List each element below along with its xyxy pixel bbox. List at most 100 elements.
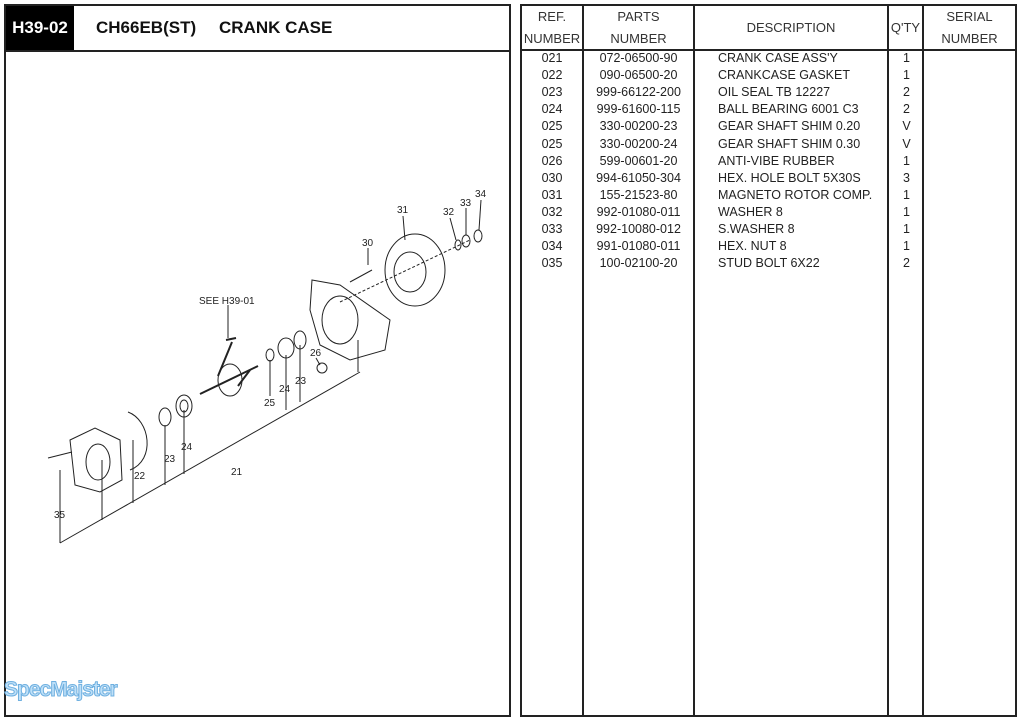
callout-24: 24 bbox=[279, 384, 291, 395]
crankshaft bbox=[199, 337, 259, 395]
part-number: 090-06500-20 bbox=[599, 68, 678, 83]
quantity: 2 bbox=[903, 102, 910, 117]
description: BALL BEARING 6001 C3 bbox=[718, 102, 859, 117]
ref-number: 026 bbox=[541, 153, 563, 168]
part-number: 992-01080-011 bbox=[596, 204, 681, 219]
header-ref-number: REF.NUMBER bbox=[523, 9, 581, 46]
quantity: 3 bbox=[903, 170, 910, 185]
description: GEAR SHAFT SHIM 0.30 bbox=[718, 136, 861, 151]
callout-23: 23 bbox=[295, 376, 307, 387]
column-divider bbox=[887, 6, 889, 715]
table-row: 034 991-01080-011 HEX. NUT 8 1 bbox=[522, 238, 1015, 255]
column-divider bbox=[922, 6, 924, 715]
section-code: H39-02 bbox=[6, 6, 74, 50]
table-row: 021 072-06500-90 CRANK CASE ASS'Y 1 bbox=[522, 50, 1015, 67]
description: HEX. HOLE BOLT 5X30S bbox=[718, 170, 861, 185]
description: MAGNETO ROTOR COMP. bbox=[718, 187, 873, 202]
quantity: 2 bbox=[903, 256, 910, 271]
quantity: 1 bbox=[903, 187, 910, 202]
part-number: 100-02100-20 bbox=[599, 256, 678, 271]
ref-number: 024 bbox=[541, 102, 563, 117]
ref-number: 035 bbox=[541, 256, 563, 271]
gasket bbox=[127, 411, 148, 471]
table-row: 033 992-10080-012 S.WASHER 8 1 bbox=[522, 221, 1015, 238]
header-qty: Q'TY bbox=[890, 20, 921, 35]
part-number: 991-01080-011 bbox=[596, 239, 681, 254]
quantity: V bbox=[902, 119, 911, 134]
description: ANTI-VIBE RUBBER bbox=[718, 153, 835, 168]
crankcase-half-left bbox=[69, 427, 123, 493]
crankcase-half-right bbox=[309, 279, 391, 361]
quantity: 1 bbox=[903, 51, 910, 65]
description: HEX. NUT 8 bbox=[718, 239, 787, 254]
header-divider bbox=[522, 49, 1015, 51]
exploded-parts-diagram: 31 32 33 34 30 SEE H39-01 26 23 24 25 24… bbox=[47, 189, 487, 544]
quantity: 1 bbox=[903, 222, 910, 236]
description: CRANKCASE GASKET bbox=[718, 68, 850, 83]
callout-34: 34 bbox=[475, 189, 487, 200]
part-number: 994-61050-304 bbox=[596, 170, 681, 185]
callout-33: 33 bbox=[460, 198, 472, 209]
callout-23: 23 bbox=[164, 454, 176, 465]
watermark-logo: SpecMajster bbox=[4, 678, 119, 702]
column-divider bbox=[582, 6, 584, 715]
description: GEAR SHAFT SHIM 0.20 bbox=[718, 119, 861, 134]
part-number: 992-10080-012 bbox=[596, 222, 681, 236]
callout-22: 22 bbox=[134, 471, 146, 482]
table-row: 030 994-61050-304 HEX. HOLE BOLT 5X30S 3 bbox=[522, 170, 1015, 187]
table-row: 035 100-02100-20 STUD BOLT 6X22 2 bbox=[522, 255, 1015, 272]
callout-31: 31 bbox=[397, 205, 409, 216]
table-row: 026 599-00601-20 ANTI-VIBE RUBBER 1 bbox=[522, 153, 1015, 170]
leader-21 bbox=[59, 371, 361, 544]
part-number: 330-00200-24 bbox=[599, 136, 678, 151]
callout-35: 35 bbox=[54, 510, 66, 521]
callout-30: 30 bbox=[362, 238, 374, 249]
callout-32: 32 bbox=[443, 207, 455, 218]
callout-see-h39-01: SEE H39-01 bbox=[199, 296, 255, 307]
ref-number: 022 bbox=[541, 68, 563, 83]
table-row: 022 090-06500-20 CRANKCASE GASKET 1 bbox=[522, 67, 1015, 84]
model-name: CH66EB(ST) bbox=[96, 18, 197, 37]
table-row: 025 330-00200-23 GEAR SHAFT SHIM 0.20 V bbox=[522, 118, 1015, 135]
table-row: 025 330-00200-24 GEAR SHAFT SHIM 0.30 V bbox=[522, 136, 1015, 153]
callout-21: 21 bbox=[231, 467, 243, 478]
quantity: 1 bbox=[903, 204, 910, 219]
page-title: CRANK CASE bbox=[219, 18, 333, 37]
callout-24: 24 bbox=[181, 442, 193, 453]
column-divider bbox=[693, 6, 695, 715]
ref-number: 021 bbox=[541, 51, 563, 65]
quantity: 2 bbox=[903, 85, 910, 100]
callout-25: 25 bbox=[264, 398, 276, 409]
part-number: 999-66122-200 bbox=[596, 85, 681, 100]
ref-number: 025 bbox=[541, 119, 563, 134]
header-description: DESCRIPTION bbox=[746, 20, 836, 35]
ref-number: 034 bbox=[541, 239, 563, 254]
ref-number: 025 bbox=[541, 136, 563, 151]
callout-26: 26 bbox=[310, 348, 322, 359]
ref-number: 033 bbox=[541, 222, 563, 236]
description: S.WASHER 8 bbox=[718, 222, 795, 236]
ref-number: 032 bbox=[541, 204, 563, 219]
magneto-rotor bbox=[384, 233, 446, 307]
quantity: V bbox=[902, 136, 911, 151]
description: STUD BOLT 6X22 bbox=[718, 256, 820, 271]
quantity: 1 bbox=[903, 68, 910, 83]
part-number: 330-00200-23 bbox=[599, 119, 678, 134]
description: CRANK CASE ASS'Y bbox=[718, 51, 838, 65]
quantity: 1 bbox=[903, 239, 910, 254]
part-number: 599-00601-20 bbox=[599, 153, 678, 168]
page-header: H39-02 CH66EB(ST) CRANK CASE bbox=[6, 6, 509, 52]
ref-number: 023 bbox=[541, 85, 563, 100]
quantity: 1 bbox=[903, 153, 910, 168]
part-number: 072-06500-90 bbox=[599, 51, 678, 65]
part-number: 155-21523-80 bbox=[599, 187, 678, 202]
diagram-panel: H39-02 CH66EB(ST) CRANK CASE bbox=[4, 4, 511, 717]
ref-number: 030 bbox=[541, 170, 563, 185]
